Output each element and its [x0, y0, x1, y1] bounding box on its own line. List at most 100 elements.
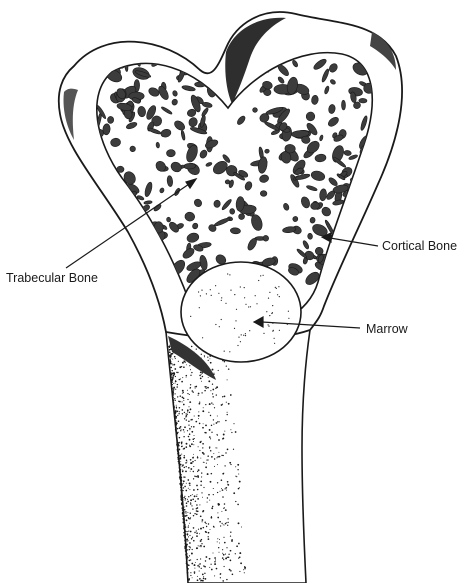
trabecular-pore — [356, 260, 367, 272]
stipple-dot — [199, 578, 201, 580]
stipple-dot — [203, 565, 205, 567]
marrow-dot — [288, 311, 289, 312]
stipple-dot — [184, 509, 186, 511]
stipple-dot — [201, 392, 202, 393]
stipple-dot — [184, 543, 185, 544]
stipple-dot — [179, 411, 180, 412]
stipple-dot — [227, 484, 229, 486]
stipple-dot — [220, 491, 221, 492]
stipple-dot — [182, 470, 183, 471]
stipple-dot — [196, 513, 198, 515]
stipple-dot — [197, 498, 199, 500]
stipple-dot — [216, 568, 218, 570]
trabecular-pore — [363, 267, 377, 284]
stipple-dot — [177, 428, 179, 430]
marrow-dot — [234, 328, 235, 329]
trabecular-pore — [126, 259, 134, 268]
stipple-dot — [224, 566, 225, 567]
stipple-dot — [185, 511, 186, 512]
stipple-dot — [187, 499, 188, 500]
trabecular-pore — [118, 271, 135, 277]
stipple-dot — [225, 557, 227, 559]
stipple-dot — [177, 396, 178, 397]
stipple-dot — [205, 523, 206, 524]
marrow-cavity — [181, 262, 301, 362]
stipple-dot — [231, 432, 232, 433]
stipple-dot — [203, 407, 204, 408]
stipple-dot — [230, 464, 231, 465]
stipple-dot — [181, 381, 183, 383]
stipple-dot — [172, 373, 174, 375]
stipple-dot — [180, 477, 181, 478]
stipple-dot — [186, 483, 187, 484]
marrow-dot — [227, 273, 228, 274]
trabecular-pore — [110, 263, 128, 277]
stipple-dot — [230, 429, 231, 430]
stipple-dot — [181, 490, 182, 491]
stipple-dot — [177, 384, 178, 385]
trabecular-pore — [85, 184, 97, 195]
stipple-dot — [214, 561, 216, 563]
stipple-dot — [211, 517, 213, 519]
stipple-dot — [177, 372, 178, 373]
stipple-dot — [203, 462, 204, 463]
stipple-dot — [214, 458, 215, 459]
stipple-dot — [189, 365, 190, 366]
stipple-dot — [209, 436, 211, 438]
stipple-dot — [169, 347, 170, 348]
stipple-dot — [183, 532, 185, 534]
stipple-dot — [243, 569, 244, 570]
stipple-dot — [169, 354, 171, 356]
stipple-dot — [193, 527, 195, 529]
stipple-dot — [224, 525, 225, 526]
stipple-dot — [169, 349, 171, 351]
stipple-dot — [190, 468, 192, 470]
trabecular-bone-label: Trabecular Bone — [6, 271, 98, 285]
stipple-dot — [214, 575, 215, 576]
stipple-dot — [222, 396, 223, 397]
stipple-dot — [195, 501, 196, 502]
stipple-dot — [193, 454, 194, 455]
stipple-dot — [200, 528, 202, 530]
stipple-dot — [197, 565, 199, 567]
stipple-dot — [185, 530, 187, 532]
stipple-dot — [182, 393, 183, 394]
stipple-dot — [212, 396, 213, 397]
marrow-dot — [224, 351, 225, 352]
bone-shaft — [166, 330, 310, 583]
stipple-dot — [173, 383, 174, 384]
stipple-dot — [217, 464, 218, 465]
stipple-dot — [227, 481, 229, 483]
marrow-dot — [221, 319, 222, 320]
stipple-dot — [189, 439, 191, 441]
stipple-dot — [196, 485, 198, 487]
stipple-dot — [213, 488, 214, 489]
stipple-dot — [213, 424, 214, 425]
stipple-dot — [173, 372, 175, 374]
stipple-dot — [171, 377, 172, 378]
stipple-dot — [211, 473, 213, 475]
stipple-dot — [173, 387, 175, 389]
stipple-dot — [200, 484, 201, 485]
stipple-dot — [201, 472, 202, 473]
trabecular-pore — [113, 320, 128, 325]
stipple-dot — [225, 554, 226, 555]
stipple-dot — [220, 525, 221, 526]
stipple-dot — [173, 364, 175, 366]
marrow-dot — [241, 334, 242, 335]
stipple-dot — [183, 516, 184, 517]
stipple-dot — [183, 487, 184, 488]
stipple-dot — [210, 415, 211, 416]
stipple-dot — [237, 504, 239, 506]
stipple-dot — [229, 462, 231, 464]
stipple-dot — [220, 577, 221, 578]
stipple-dot — [188, 540, 189, 541]
stipple-dot — [239, 481, 241, 483]
stipple-dot — [201, 492, 202, 493]
stipple-dot — [206, 388, 207, 389]
stipple-dot — [198, 564, 199, 565]
stipple-dot — [192, 537, 193, 538]
stipple-dot — [189, 547, 190, 548]
stipple-dot — [176, 407, 177, 408]
stipple-dot — [198, 469, 200, 471]
